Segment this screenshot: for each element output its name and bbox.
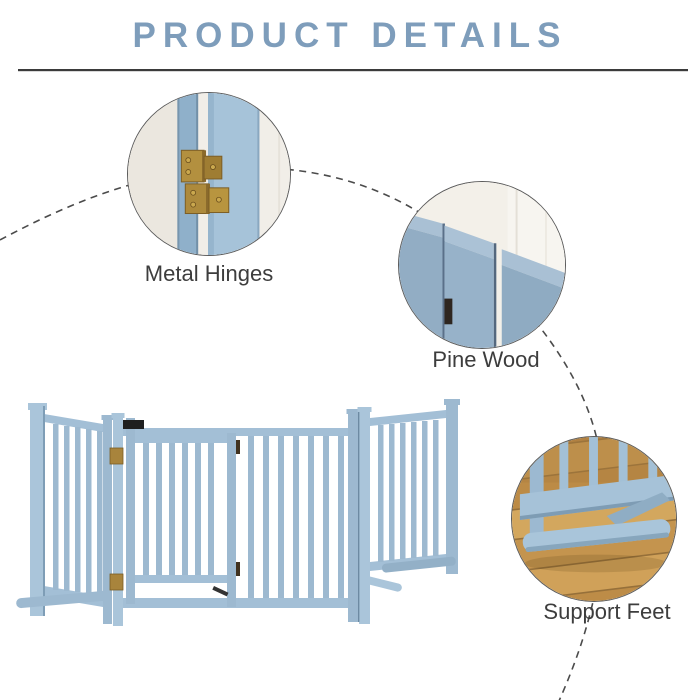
gate-door-latch — [120, 420, 144, 429]
gate-junction-posts-right — [346, 407, 372, 624]
callout-label-support-feet: Support Feet — [543, 599, 671, 624]
support-foot — [522, 492, 671, 553]
pine-board-middle — [444, 225, 497, 348]
gate-left-support-foot — [16, 590, 108, 609]
gate-junction-posts-left — [101, 413, 125, 626]
title-divider — [18, 69, 688, 72]
gate-door — [120, 418, 240, 607]
brass-hinge-lower — [184, 183, 230, 215]
callout-label-metal-hinges: Metal Hinges — [144, 261, 274, 286]
gate-brass-hinge-top — [109, 447, 124, 465]
support-feet-photo — [512, 437, 676, 601]
callout-metal-hinges — [127, 92, 291, 256]
metal-hinges-photo — [128, 93, 290, 255]
callout-pine-wood — [398, 181, 566, 349]
gate-left-panel — [16, 403, 108, 616]
gate-door-hinge-bottom — [236, 562, 240, 576]
pine-wood-photo — [399, 182, 565, 348]
brass-hinge-upper — [180, 149, 223, 183]
page-title: PRODUCT DETAILS — [132, 16, 568, 55]
gate-brass-hinge-bottom — [109, 573, 124, 591]
gate-door-hinge-top — [236, 440, 240, 454]
product-image-pet-gate — [16, 399, 460, 626]
callout-label-pine-wood: Pine Wood — [432, 347, 540, 372]
gate-right-panel — [358, 399, 460, 592]
gate-right-support-foot — [381, 556, 456, 573]
callout-support-feet — [511, 436, 677, 602]
